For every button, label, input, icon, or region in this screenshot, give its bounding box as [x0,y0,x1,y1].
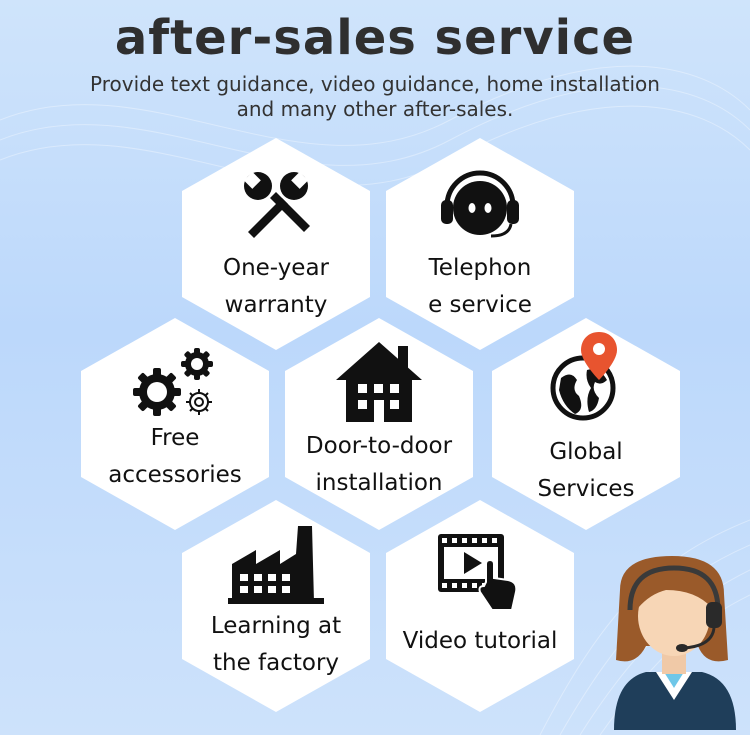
service-label: Door-to-door installation [305,433,453,496]
globe-pin-icon [550,332,617,421]
gears-icon [133,348,213,416]
wrench-icon [243,171,310,238]
service-label: Video tutorial [402,628,558,654]
video-play-icon [438,534,518,611]
page-title: after-sales service [114,10,636,66]
page-subtitle: Provide text guidance, video guidance, h… [90,72,660,121]
service-label: Learning at the factory [210,613,342,676]
support-agent-icon [614,556,736,730]
service-label: One-year warranty [222,255,330,318]
headset-icon [441,170,519,238]
factory-icon [228,526,324,604]
service-tile-accessories: Free accessories [81,318,269,530]
service-label: Telephon e service [428,255,532,318]
service-label: Free accessories [108,425,242,488]
house-icon [336,342,422,422]
service-label: Global Services [537,439,635,502]
service-tile-installation: Door-to-door installation [285,318,473,530]
service-tile-warranty: One-year warranty [182,138,370,350]
